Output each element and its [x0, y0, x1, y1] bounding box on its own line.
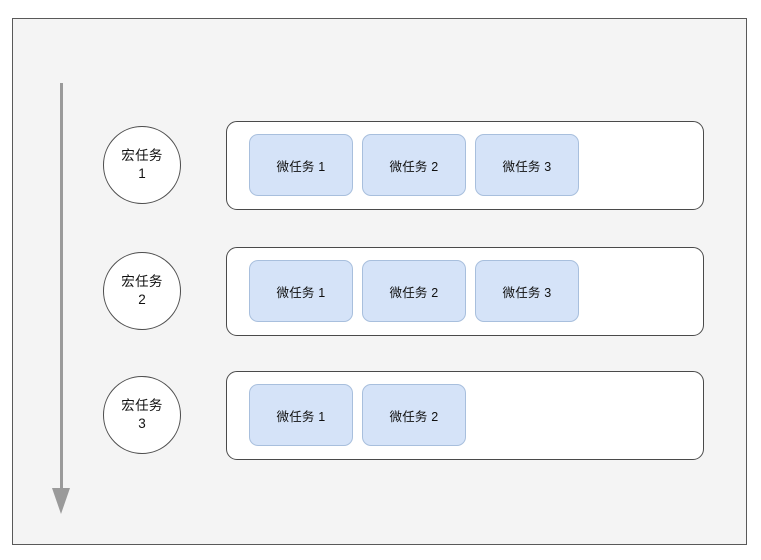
- microtask-chip[interactable]: 微任务 2: [362, 384, 466, 446]
- diagram-frame: 宏任务 1 微任务 1 微任务 2 微任务 3 宏任务 2 微任务 1 微任务 …: [12, 18, 747, 545]
- macrotask-label: 宏任务: [121, 273, 163, 289]
- task-row: 宏任务 1 微任务 1 微任务 2 微任务 3: [103, 119, 723, 211]
- microtask-queue: 微任务 1 微任务 2: [226, 370, 704, 460]
- task-row: 宏任务 3 微任务 1 微任务 2: [103, 369, 723, 461]
- microtask-chip[interactable]: 微任务 1: [249, 260, 353, 322]
- microtask-chip[interactable]: 微任务 2: [362, 260, 466, 322]
- microtask-chip[interactable]: 微任务 3: [475, 260, 579, 322]
- macrotask-index: 1: [138, 166, 146, 181]
- arrow-head-icon: [52, 488, 70, 514]
- macrotask-label: 宏任务: [121, 397, 163, 413]
- macrotask-circle[interactable]: 宏任务 1: [103, 126, 181, 204]
- macrotask-index: 3: [138, 416, 146, 431]
- microtask-chip[interactable]: 微任务 1: [249, 384, 353, 446]
- macrotask-circle[interactable]: 宏任务 3: [103, 376, 181, 454]
- macrotask-circle[interactable]: 宏任务 2: [103, 252, 181, 330]
- microtask-queue: 微任务 1 微任务 2 微任务 3: [226, 246, 704, 336]
- macrotask-index: 2: [138, 292, 146, 307]
- microtask-chip[interactable]: 微任务 1: [249, 134, 353, 196]
- macrotask-label: 宏任务: [121, 147, 163, 163]
- arrow-shaft: [60, 83, 63, 495]
- time-flow-arrow: [49, 83, 75, 523]
- microtask-queue: 微任务 1 微任务 2 微任务 3: [226, 120, 704, 210]
- task-row: 宏任务 2 微任务 1 微任务 2 微任务 3: [103, 245, 723, 337]
- microtask-chip[interactable]: 微任务 3: [475, 134, 579, 196]
- microtask-chip[interactable]: 微任务 2: [362, 134, 466, 196]
